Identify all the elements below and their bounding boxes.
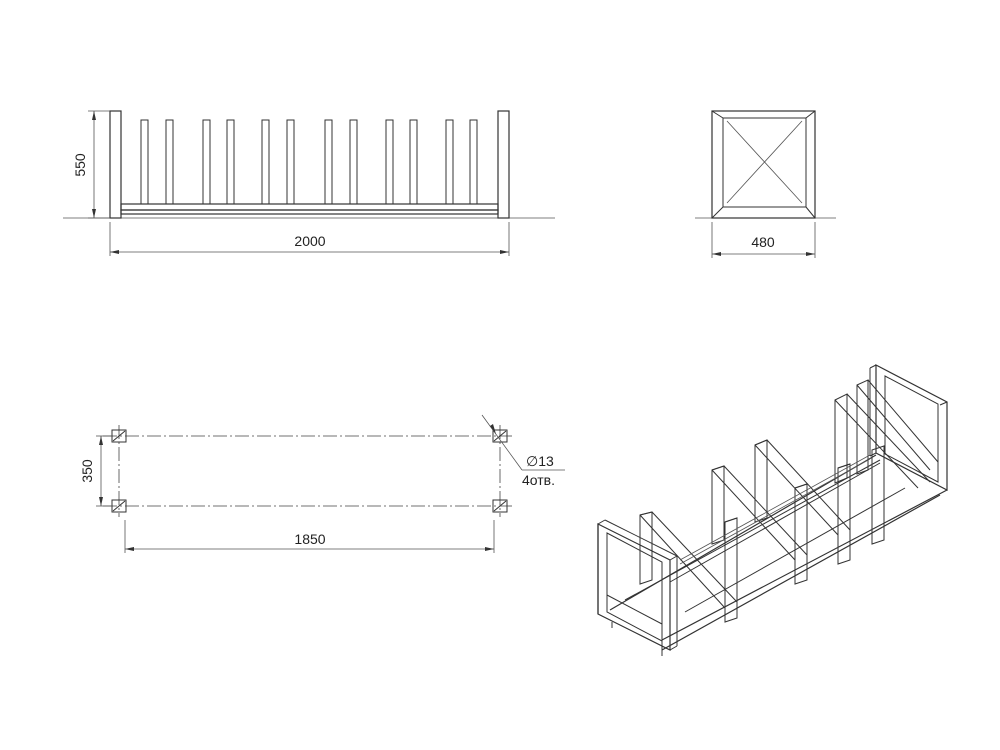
front-rail-upper (120, 203, 499, 211)
plan-depth-label: 350 (79, 459, 95, 483)
side-brace-b (726, 120, 803, 204)
iso-left-end-frame (597, 519, 678, 656)
front-height-label: 550 (72, 153, 88, 177)
iso-bottom-rails (609, 454, 948, 651)
iso-uprights (639, 379, 885, 623)
hole-count-label: 4отв. (522, 472, 555, 488)
side-inner-frame (722, 117, 807, 208)
plan-view: ∅13 4отв. 350 1850 (79, 414, 565, 553)
hole-leader-line (481, 414, 523, 471)
side-width-label: 480 (751, 234, 775, 250)
front-length-label: 2000 (294, 233, 325, 249)
iso-center-cable (679, 454, 871, 561)
plan-span-label: 1850 (294, 531, 325, 547)
front-uprights (140, 119, 478, 205)
front-view: 550 2000 (63, 110, 555, 256)
side-view: 480 (695, 110, 836, 258)
iso-hoop-tops (639, 439, 851, 523)
front-left-post (109, 110, 122, 219)
side-outer-frame (711, 110, 816, 219)
front-rail-lower (120, 209, 499, 215)
isometric-view (597, 364, 948, 656)
anchor-hole (492, 429, 508, 443)
front-right-post (497, 110, 510, 219)
anchor-hole (492, 499, 508, 513)
hole-diameter-label: ∅13 (526, 453, 554, 469)
iso-diagonal-bars (639, 379, 939, 609)
